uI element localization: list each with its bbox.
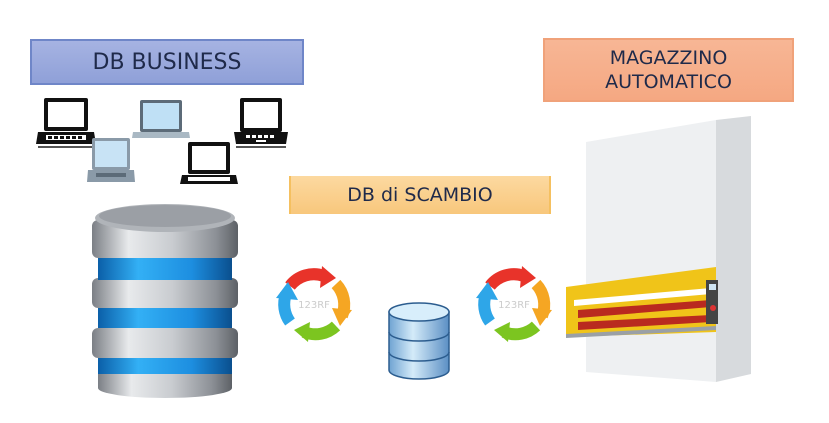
watermark-text: 123RF <box>298 300 330 311</box>
laptop-icon <box>234 98 288 148</box>
laptop-icon <box>36 98 96 148</box>
laptop-icon <box>87 138 135 182</box>
laptop-icon <box>132 100 190 138</box>
sync-arrows-icon: 123RF <box>476 266 552 342</box>
business-database-icon <box>92 204 238 398</box>
automatic-warehouse-icon <box>566 116 751 382</box>
db-scambio-text: DB di SCAMBIO <box>347 184 493 206</box>
db-business-text: DB BUSINESS <box>92 49 242 75</box>
magazzino-text-line2: AUTOMATICO <box>605 71 732 93</box>
exchange-database-icon <box>388 302 450 380</box>
watermark-text: 123RF <box>498 300 530 311</box>
db-business-label: DB BUSINESS <box>30 39 304 85</box>
db-scambio-label: DB di SCAMBIO <box>289 176 551 214</box>
magazzino-text-line1: MAGAZZINO <box>609 47 728 69</box>
magazzino-automatico-label: MAGAZZINO AUTOMATICO <box>543 38 794 102</box>
laptop-icon <box>180 142 238 184</box>
sync-arrows-icon: 123RF <box>276 266 352 342</box>
